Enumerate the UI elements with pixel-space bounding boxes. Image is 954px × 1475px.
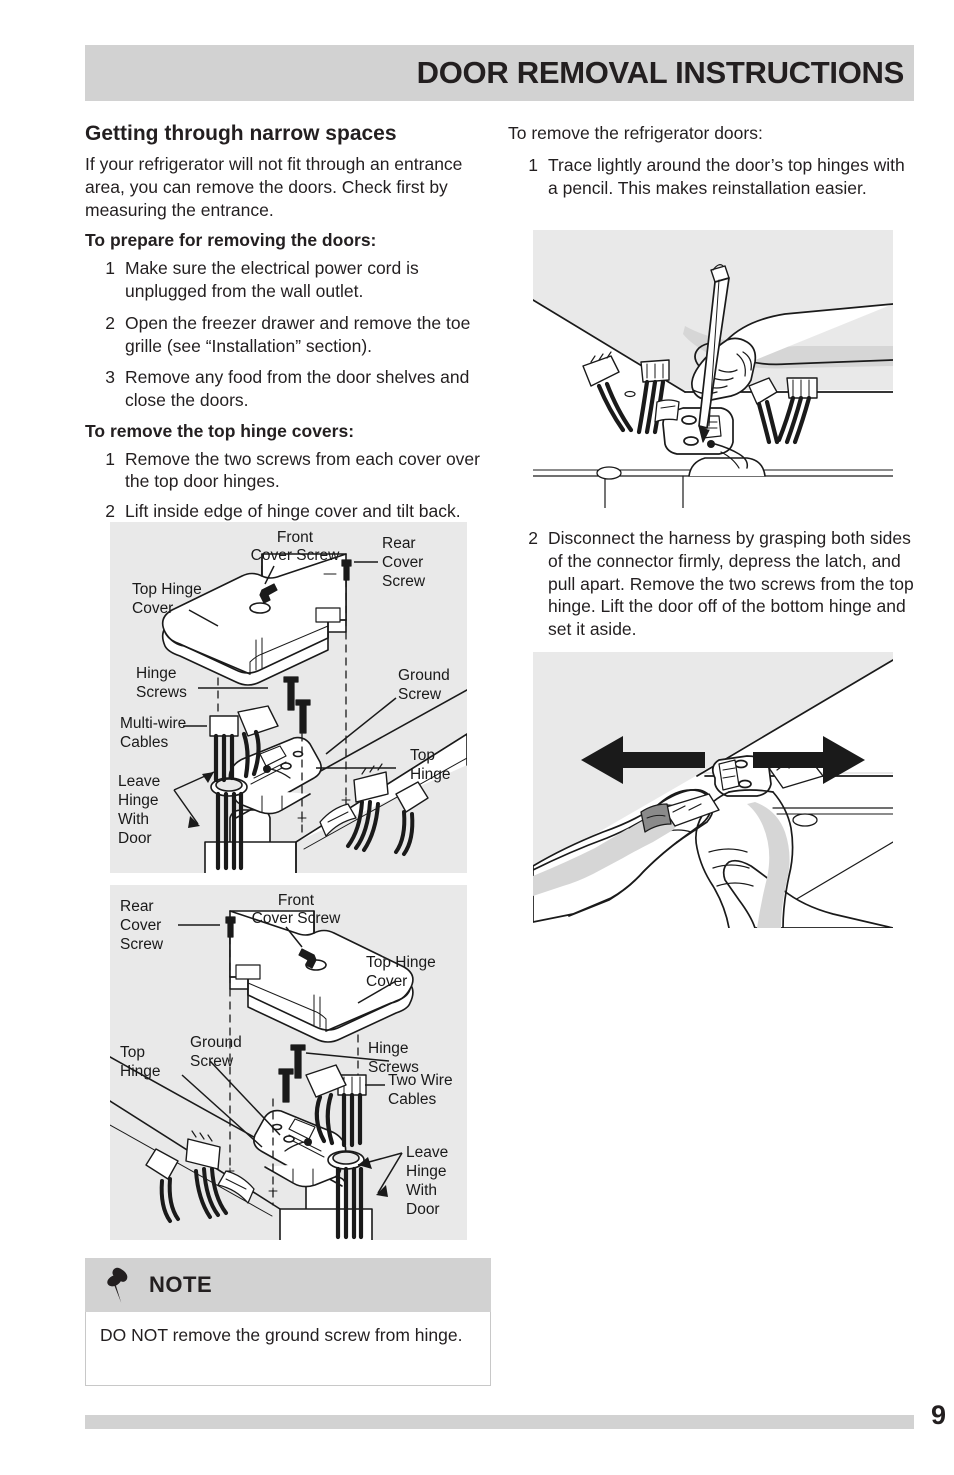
label-hinge-screws-line1: Hinge	[136, 665, 177, 682]
note-box: NOTE DO NOT remove the ground screw from…	[85, 1258, 491, 1386]
label-rear-cover-screw-line3: Screw	[382, 573, 426, 590]
page-title: DOOR REMOVAL INSTRUCTIONS	[416, 55, 905, 90]
right-hand-top-hinge-exploded-diagram: Rear Cover Screw Front Cover Screw Top H…	[110, 885, 467, 1240]
label-ground-screw-line1: Ground	[398, 667, 450, 684]
list-item: 1 Make sure the electrical power cord is…	[85, 257, 495, 303]
section-heading: Getting through narrow spaces	[85, 122, 397, 145]
label-ground-screw-line2: Screw	[398, 686, 442, 703]
page-header-bar: DOOR REMOVAL INSTRUCTIONS	[85, 45, 914, 101]
label-top-hinge-cover-line2: Cover	[132, 600, 173, 617]
label-rear-cover-screw-line3: Screw	[120, 936, 164, 953]
list-item: 1 Trace lightly around the door’s top hi…	[508, 154, 914, 200]
label-top-hinge-cover-line2: Cover	[366, 973, 407, 990]
label-hinge-screws-line2: Screws	[136, 684, 187, 701]
right-column-step2: 2 Disconnect the harness by grasping bot…	[508, 527, 914, 650]
left-hand-top-hinge-exploded-diagram: Front Cover Screw Rear Cover Screw Top H…	[110, 522, 467, 873]
step-number: 1	[105, 448, 115, 469]
label-leave-hinge-line3: With	[118, 811, 149, 828]
label-hinge-screws-line2: Screws	[368, 1059, 419, 1076]
label-rear-cover-screw-line2: Cover	[382, 554, 423, 571]
label-top-hinge-cover-line1: Top Hinge	[366, 954, 436, 971]
step-text: Open the freezer drawer and remove the t…	[125, 312, 471, 356]
label-rear-cover-screw-line2: Cover	[120, 917, 161, 934]
label-top-hinge-line2: Hinge	[120, 1063, 161, 1080]
note-title: NOTE	[149, 1272, 213, 1297]
right-steps-list-2: 2 Disconnect the harness by grasping bot…	[508, 527, 914, 641]
list-item: 1 Remove the two screws from each cover …	[85, 448, 495, 494]
footer-bar	[85, 1415, 914, 1429]
list-item: 2 Open the freezer drawer and remove the…	[85, 312, 495, 358]
label-hinge-screws-line1: Hinge	[368, 1040, 409, 1057]
label-top-hinge-line1: Top	[410, 747, 435, 764]
label-rear-cover-screw-line1: Rear	[120, 898, 154, 915]
label-ground-screw-line1: Ground	[190, 1034, 242, 1051]
label-top-hinge-cover-line1: Top Hinge	[132, 581, 202, 598]
label-leave-hinge-line4: Door	[406, 1201, 440, 1218]
right-intro: To remove the refrigerator doors:	[508, 123, 763, 143]
label-two-wire-cables-line1: Two Wire	[388, 1072, 453, 1089]
label-multi-wire-cables-line2: Cables	[120, 734, 168, 751]
label-front-cover-screw-line2: Cover Screw	[252, 910, 342, 927]
label-rear-cover-screw-line1: Rear	[382, 535, 416, 552]
hand-tracing-hinge-with-pencil-illustration	[533, 230, 893, 508]
page-number: 9	[930, 1400, 946, 1430]
hands-pulling-connector-apart-illustration	[533, 652, 893, 928]
step-text: Remove the two screws from each cover ov…	[125, 448, 480, 492]
step-number: 3	[105, 367, 115, 388]
covers-steps-list: 1 Remove the two screws from each cover …	[85, 448, 495, 523]
label-front-cover-screw-line1: Front	[277, 529, 314, 546]
label-ground-screw-line2: Screw	[190, 1053, 234, 1070]
label-leave-hinge-line2: Hinge	[118, 792, 159, 809]
label-leave-hinge-line3: With	[406, 1182, 437, 1199]
list-item: 2 Disconnect the harness by grasping bot…	[508, 527, 914, 641]
label-top-hinge-line2: Hinge	[410, 766, 451, 783]
label-top-hinge-line1: Top	[120, 1044, 145, 1061]
list-item: 2 Lift inside edge of hinge cover and ti…	[85, 500, 495, 523]
step-number: 1	[105, 258, 115, 279]
label-leave-hinge-line1: Leave	[406, 1144, 448, 1161]
right-column: To remove the refrigerator doors: 1 Trac…	[508, 122, 914, 208]
step-text: Lift inside edge of hinge cover and tilt…	[125, 501, 461, 522]
step-text: Disconnect the harness by grasping both …	[548, 528, 914, 639]
label-leave-hinge-line1: Leave	[118, 773, 160, 790]
step-number: 2	[105, 501, 115, 522]
covers-heading: To remove the top hinge covers:	[85, 420, 355, 441]
note-header: NOTE	[85, 1258, 491, 1312]
intro-paragraph: If your refrigerator will not fit throug…	[85, 154, 463, 220]
label-front-cover-screw-line1: Front	[278, 892, 315, 909]
note-text: DO NOT remove the ground screw from hing…	[100, 1325, 463, 1345]
note-body: DO NOT remove the ground screw from hing…	[85, 1312, 491, 1386]
step-number: 1	[528, 154, 538, 175]
step-text: Trace lightly around the door’s top hing…	[548, 154, 905, 198]
label-two-wire-cables-line2: Cables	[388, 1091, 436, 1108]
label-leave-hinge-line4: Door	[118, 830, 152, 847]
label-front-cover-screw-line2: Cover Screw	[251, 547, 341, 564]
label-multi-wire-cables-line1: Multi-wire	[120, 715, 186, 732]
right-steps-list: 1 Trace lightly around the door’s top hi…	[508, 154, 914, 200]
pushpin-icon	[107, 1267, 128, 1303]
step-number: 2	[105, 312, 115, 333]
step-text: Remove any food from the door shelves an…	[125, 367, 470, 411]
prepare-steps-list: 1 Make sure the electrical power cord is…	[85, 257, 495, 412]
list-item: 3 Remove any food from the door shelves …	[85, 366, 495, 412]
label-leave-hinge-line2: Hinge	[406, 1163, 447, 1180]
step-text: Make sure the electrical power cord is u…	[125, 258, 419, 302]
prepare-heading: To prepare for removing the doors:	[85, 230, 377, 251]
left-column: Getting through narrow spaces If your re…	[85, 122, 495, 531]
step-number: 2	[528, 528, 538, 548]
